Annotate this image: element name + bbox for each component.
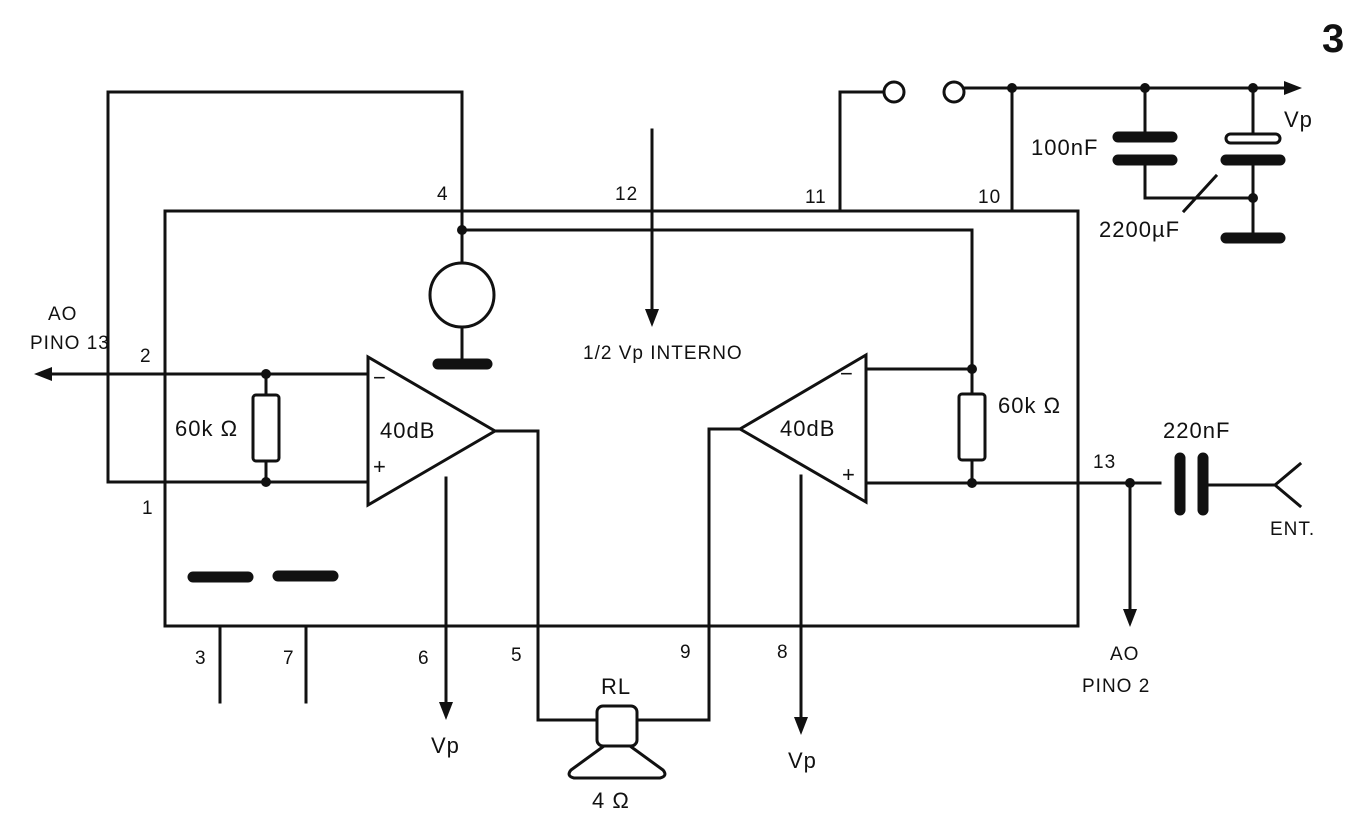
- pin-number-11: 11: [805, 187, 827, 208]
- pin6-vp-label: Vp: [431, 733, 460, 758]
- right-amp-minus: −: [840, 361, 854, 386]
- pin-number-7: 7: [283, 648, 295, 669]
- pin8-vp-label: Vp: [788, 748, 817, 773]
- left-amp-plus: +: [373, 454, 387, 479]
- pin-number-1: 1: [142, 498, 154, 519]
- pin8-arrow: [794, 717, 808, 735]
- pin12-arrow: [645, 309, 659, 327]
- right-amp-gain: 40dB: [780, 416, 835, 441]
- pin-number-8: 8: [777, 642, 789, 663]
- cap-100nf-value: 100nF: [1031, 135, 1098, 160]
- left-output-wire: [493, 429, 600, 722]
- right-amp-plus: +: [842, 462, 856, 487]
- ao-label-left: AO: [48, 304, 77, 325]
- speaker-impedance: 4 Ω: [592, 788, 630, 813]
- left-resistor-value: 60k Ω: [175, 416, 238, 441]
- left-output-arrow: [34, 367, 52, 381]
- cap-2200uf-value: 2200µF: [1099, 217, 1180, 242]
- pin11-wire: [838, 90, 885, 213]
- right-bias-wire: [460, 228, 974, 371]
- ao-label-right: AO: [1110, 644, 1139, 665]
- cap-2200uf-leader: [1181, 173, 1219, 214]
- junction-dot: [261, 477, 271, 487]
- speaker-label: RL: [601, 674, 631, 699]
- pin-number-6: 6: [418, 648, 430, 669]
- junction-dot: [967, 364, 977, 374]
- figure-number: 3: [1322, 17, 1344, 61]
- junction-dot: [1007, 83, 1017, 93]
- pino13-label: PINO 13: [30, 333, 110, 354]
- speaker-body: [595, 704, 639, 748]
- switch-contact-right: [942, 80, 966, 104]
- pin-number-2: 2: [140, 346, 152, 367]
- junction-dot: [261, 369, 271, 379]
- right-resistor: [957, 392, 987, 462]
- pin-number-10: 10: [978, 187, 1001, 208]
- cap-2200uf-plate-positive: [1224, 132, 1282, 145]
- input-terminal: [1272, 461, 1303, 509]
- pin-number-4: 4: [437, 184, 449, 205]
- right-output-wire: [636, 427, 742, 722]
- half-vp-label: 1/2 Vp INTERNO: [583, 343, 743, 364]
- pin-number-9: 9: [680, 642, 692, 663]
- left-amplifier: [366, 354, 498, 508]
- speaker-cone: [567, 744, 667, 780]
- pin-number-5: 5: [511, 645, 523, 666]
- left-amp-gain: 40dB: [380, 418, 435, 443]
- ic-body: [163, 209, 1080, 628]
- right-amplifier: [737, 352, 868, 505]
- supply-vp-label: Vp: [1284, 107, 1313, 132]
- current-source: [428, 261, 496, 329]
- switch-contact-left: [882, 80, 906, 104]
- junction-dot: [967, 478, 977, 488]
- right-resistor-value: 60k Ω: [998, 393, 1061, 418]
- pino2-label: PINO 2: [1082, 676, 1150, 697]
- supply-arrow: [1284, 81, 1302, 95]
- left-loop-wire: [106, 90, 464, 484]
- left-amp-minus: −: [373, 365, 387, 390]
- pin-number-12: 12: [615, 184, 638, 205]
- pin13-out-arrow: [1123, 609, 1137, 627]
- cap-220nf-value: 220nF: [1163, 418, 1230, 443]
- left-resistor: [251, 393, 281, 463]
- pin-number-13: 13: [1093, 452, 1116, 473]
- junction-dot: [1248, 193, 1258, 203]
- input-label: ENT.: [1270, 519, 1315, 540]
- pin6-arrow: [439, 702, 453, 720]
- cap-100nf-return: [1143, 158, 1255, 200]
- pin-number-3: 3: [195, 648, 207, 669]
